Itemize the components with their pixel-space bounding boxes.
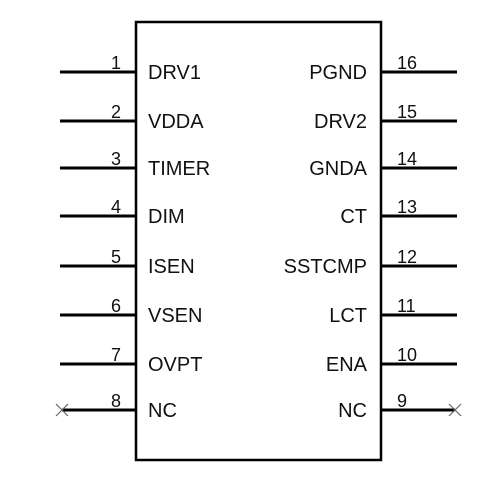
pin-12: 12 SSTCMP bbox=[284, 247, 457, 278]
no-connect-mark bbox=[55, 403, 69, 417]
pin-number: 1 bbox=[111, 53, 121, 73]
pin-16: 16 PGND bbox=[309, 53, 457, 84]
pin-label: ISEN bbox=[148, 256, 195, 278]
pin-number: 13 bbox=[397, 197, 417, 217]
right-pin-group: 16 PGND 15 DRV2 14 GNDA 13 CT 12 SSTCMP 11 LCT 10 ENA… bbox=[284, 53, 462, 422]
pin-label: OVPT bbox=[148, 354, 202, 376]
pin-number: 6 bbox=[111, 296, 121, 316]
pin-label: PGND bbox=[309, 62, 367, 84]
pin-5: 5 ISEN bbox=[60, 247, 195, 278]
pin-7: 7 OVPT bbox=[60, 345, 202, 376]
pin-label: DIM bbox=[148, 206, 185, 228]
pin-number: 11 bbox=[397, 296, 416, 316]
pin-label: NC bbox=[338, 400, 367, 422]
pin-label: LCT bbox=[329, 305, 367, 327]
pin-number: 5 bbox=[111, 247, 121, 267]
pin-number: 9 bbox=[397, 391, 407, 411]
pin-6: 6 VSEN bbox=[60, 296, 202, 327]
pin-number: 16 bbox=[397, 53, 417, 73]
pin-number: 2 bbox=[111, 102, 121, 122]
pin-number: 7 bbox=[111, 345, 121, 365]
pin-10: 10 ENA bbox=[326, 345, 457, 376]
pin-label: VSEN bbox=[148, 305, 202, 327]
pin-label: DRV1 bbox=[148, 62, 201, 84]
pin-label: VDDA bbox=[148, 111, 204, 133]
pin-8: 8 NC bbox=[55, 391, 177, 422]
pin-label: CT bbox=[340, 206, 367, 228]
pin-number: 4 bbox=[111, 197, 121, 217]
pin-label: DRV2 bbox=[314, 111, 367, 133]
pin-number: 8 bbox=[111, 391, 121, 411]
pin-11: 11 LCT bbox=[329, 296, 457, 327]
pin-4: 4 DIM bbox=[60, 197, 185, 228]
pin-15: 15 DRV2 bbox=[314, 102, 457, 133]
pin-label: SSTCMP bbox=[284, 256, 367, 278]
pin-number: 10 bbox=[397, 345, 417, 365]
chip-body bbox=[134, 20, 383, 462]
pin-2: 2 VDDA bbox=[60, 102, 204, 133]
pin-label: NC bbox=[148, 400, 177, 422]
pin-label: ENA bbox=[326, 354, 368, 376]
pin-number: 15 bbox=[397, 102, 417, 122]
pin-3: 3 TIMER bbox=[60, 149, 210, 180]
pin-13: 13 CT bbox=[340, 197, 457, 228]
pin-number: 3 bbox=[111, 149, 121, 169]
pin-1: 1 DRV1 bbox=[60, 53, 201, 84]
pin-label: GNDA bbox=[309, 158, 367, 180]
no-connect-mark bbox=[448, 403, 462, 417]
pin-label: TIMER bbox=[148, 158, 210, 180]
pin-number: 12 bbox=[397, 247, 417, 267]
left-pin-group: 1 DRV1 2 VDDA 3 TIMER 4 DIM 5 ISEN 6 VSEN 7 OVPT 8 NC bbox=[55, 53, 210, 422]
pin-number: 14 bbox=[397, 149, 417, 169]
pin-14: 14 GNDA bbox=[309, 149, 457, 180]
pin-9: 9 NC bbox=[338, 391, 462, 422]
